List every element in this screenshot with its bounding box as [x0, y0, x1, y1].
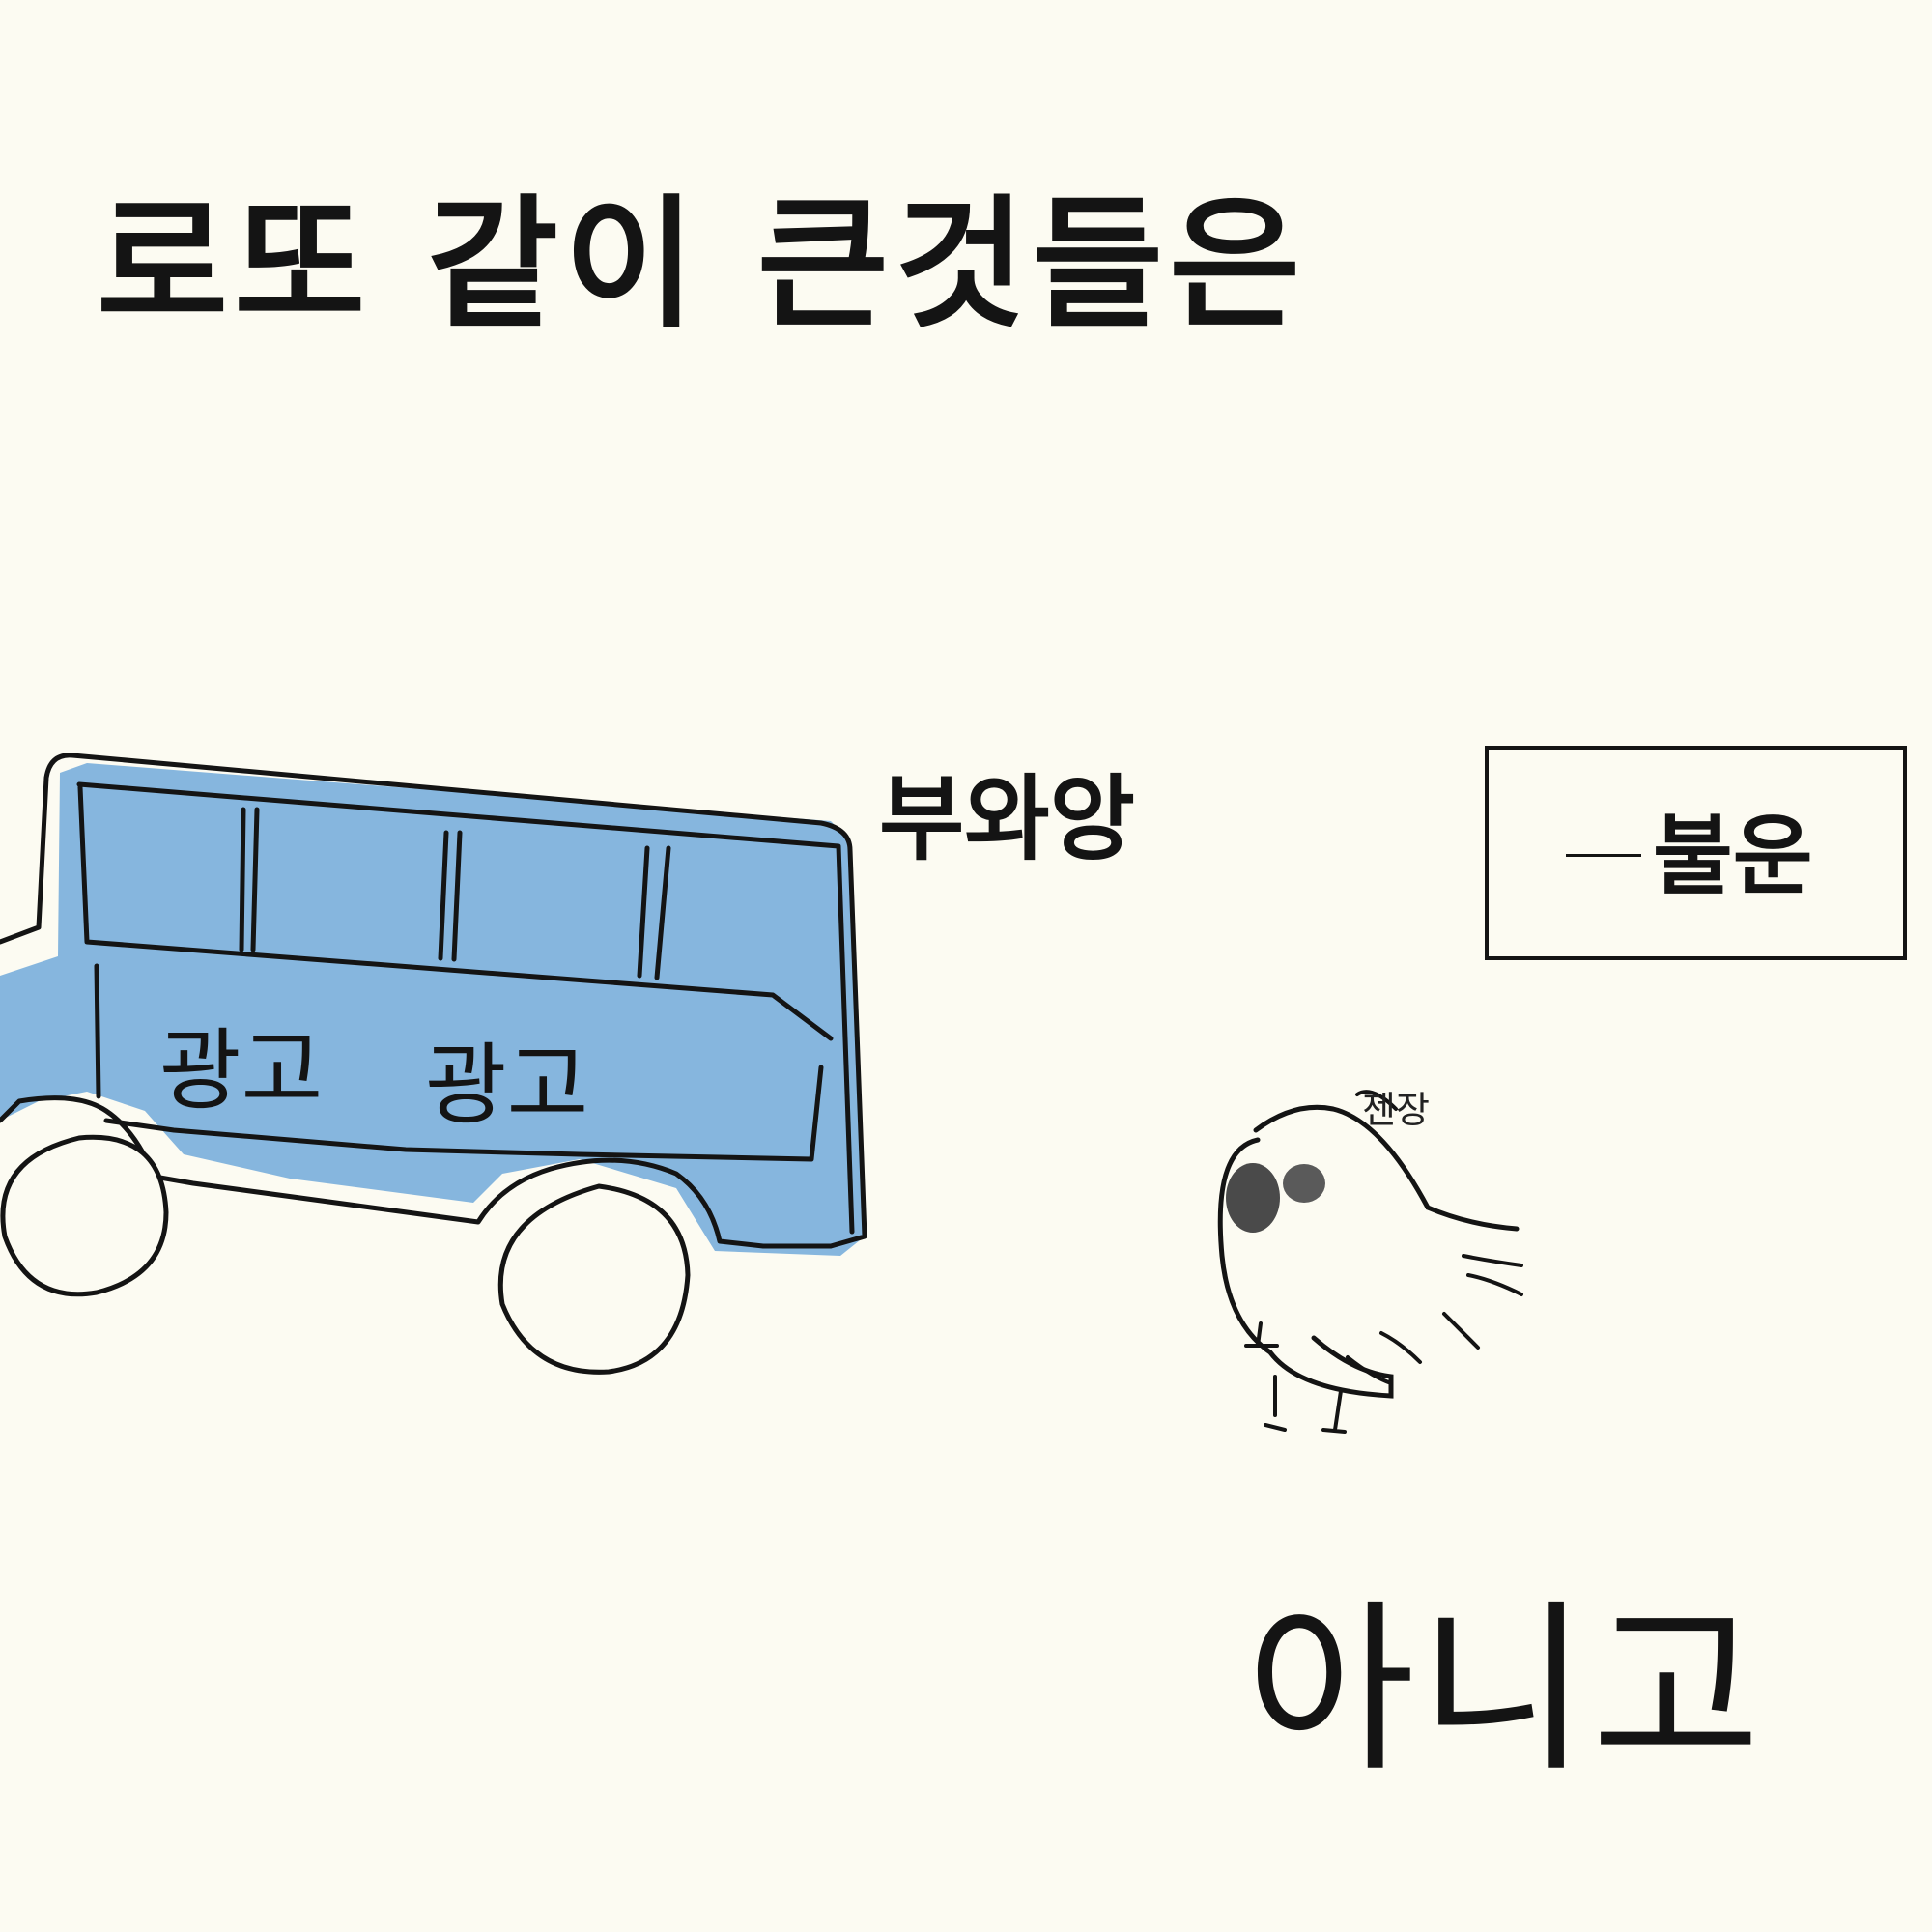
bus-ad-label-1: 광고 [159, 1019, 323, 1122]
bus-wheel-rear [497, 1183, 691, 1375]
bus-wheels [0, 1134, 691, 1375]
sign-text: 불운 [1653, 806, 1813, 907]
bad-luck-sign: 불운 [1485, 746, 1907, 960]
bird-character [1217, 1090, 1523, 1434]
panel-title: 로또 같이 큰것들은 [97, 182, 1307, 348]
bird-feather-lines [1346, 1090, 1523, 1385]
bus-wheel-front [0, 1134, 169, 1297]
bird-eye-patch [1226, 1163, 1280, 1233]
closing-text: 아니고 [1246, 1583, 1765, 1797]
bus-ad-label-2: 광고 [425, 1034, 588, 1137]
sound-effect-text: 부와앙 [879, 765, 1135, 873]
sign-dash-mark [1566, 854, 1641, 857]
bird-eye [1283, 1164, 1325, 1203]
bird-legs [1244, 1321, 1347, 1434]
bird-caption: 젠장 [1362, 1089, 1430, 1131]
bus-body [0, 753, 867, 1249]
